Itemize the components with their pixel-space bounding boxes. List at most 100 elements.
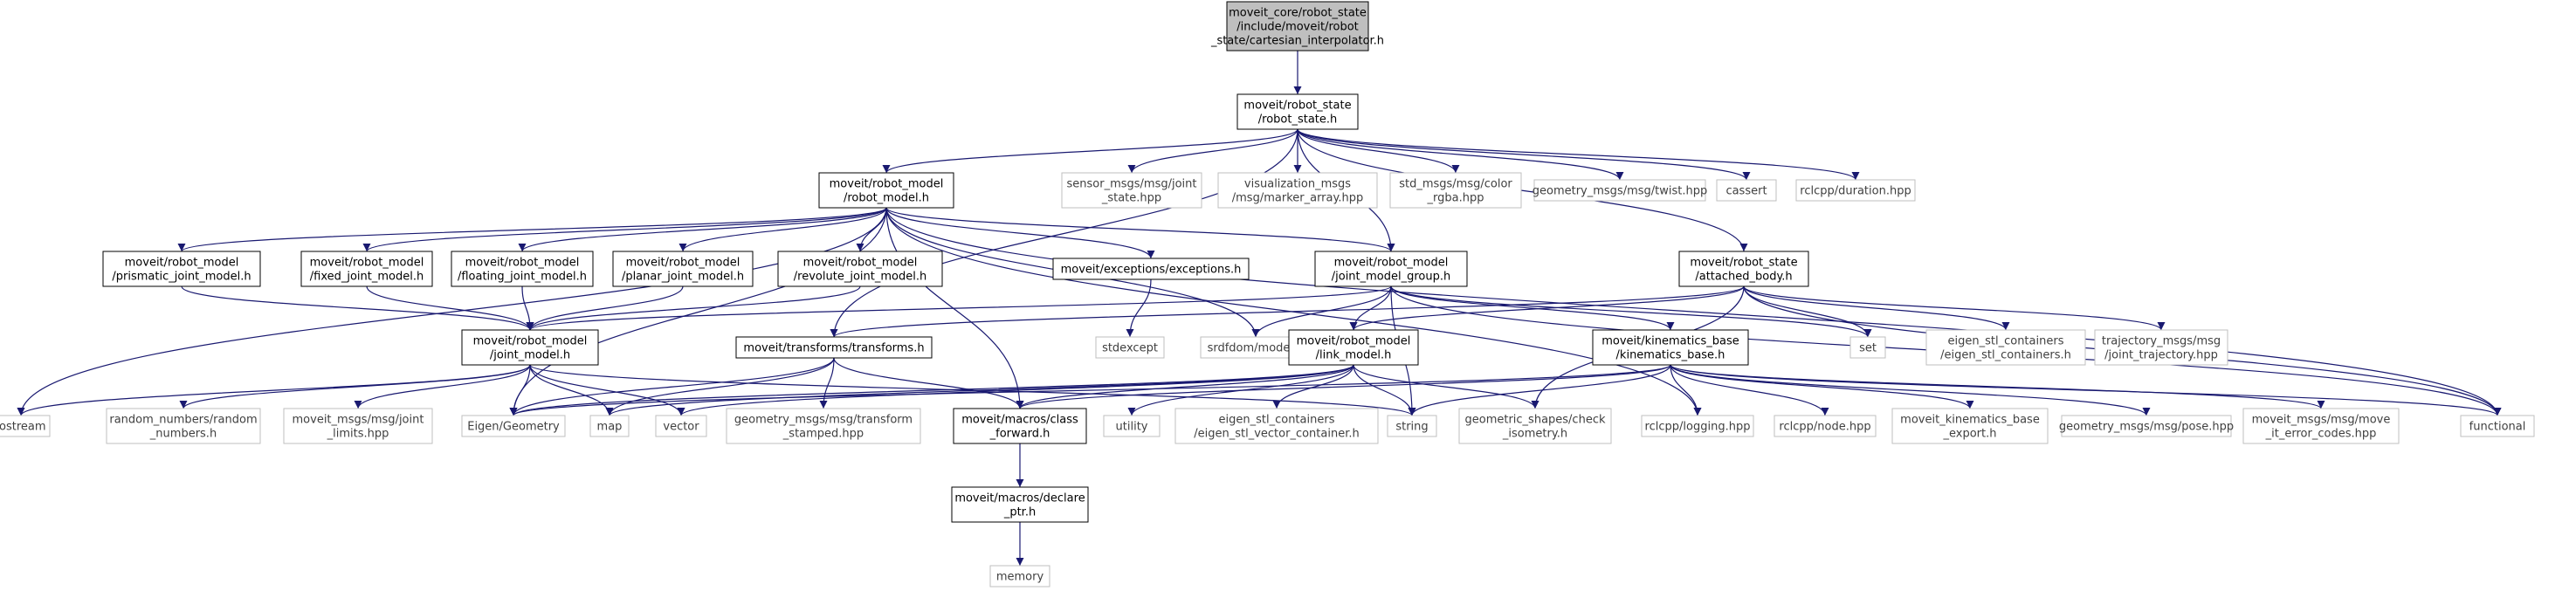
node-joint_model[interactable]: moveit/robot_model/joint_model.h: [461, 329, 599, 366]
node-error_codes: moveit_msgs/msg/move_it_error_codes.hpp: [2242, 408, 2400, 444]
node-label: utility: [1116, 421, 1148, 434]
node-label: moveit_kinematics_base: [1900, 414, 2040, 427]
node-stdexcept: stdexcept: [1095, 336, 1165, 359]
node-label: Eigen/Geometry: [467, 421, 560, 434]
node-root[interactable]: moveit_core/robot_state/include/moveit/r…: [1210, 1, 1384, 52]
node-box: [1389, 172, 1522, 209]
node-box: [283, 408, 433, 444]
node-box: [1774, 415, 1877, 437]
edge-transforms-to-class_forward: [833, 357, 1024, 409]
edge-jmg-to-srdfdom: [1251, 285, 1392, 338]
node-floating[interactable]: moveit/robot_model/floating_joint_model.…: [451, 251, 594, 287]
node-transforms[interactable]: moveit/transforms/transforms.h: [735, 336, 933, 359]
edge-robot_model-to-iostream: [17, 207, 887, 416]
node-box: [589, 415, 630, 437]
node-declare_ptr[interactable]: moveit/macros/declare_ptr.h: [951, 486, 1089, 523]
node-label: moveit/robot_state: [1690, 257, 1797, 270]
node-label: moveit_core/robot_state: [1229, 7, 1367, 20]
node-label: _numbers.h: [149, 428, 217, 441]
edge-robot_model-to-jmg: [885, 207, 1395, 252]
node-box: [1236, 93, 1359, 130]
edge-robot_model-to-floating: [518, 207, 887, 252]
edge-robot_state-to-twist: [1297, 128, 1624, 181]
node-label: moveit/robot_state: [1243, 100, 1351, 113]
node-label: moveit/robot_model: [626, 257, 740, 270]
node-label: stdexcept: [1102, 342, 1158, 355]
edge-link_model-to-vector: [677, 364, 1354, 416]
node-box: [300, 251, 433, 287]
node-label: moveit/kinematics_base: [1601, 335, 1739, 348]
edge-exceptions-to-stdexcept: [1126, 278, 1152, 338]
node-pose: geometry_msgs/msg/pose.hpp: [2059, 415, 2234, 437]
edge-jmg-to-joint_model: [526, 285, 1392, 331]
node-jmg[interactable]: moveit/robot_model/joint_model_group.h: [1314, 251, 1468, 287]
node-box: [2061, 415, 2232, 437]
edge-kinematics-to-class_forward: [1016, 364, 1671, 409]
node-label: moveit/transforms/transforms.h: [743, 342, 924, 355]
node-eigen_geometry: Eigen/Geometry: [461, 415, 566, 437]
node-string: string: [1387, 415, 1437, 437]
node-revolute[interactable]: moveit/robot_model/revolute_joint_model.…: [777, 251, 943, 287]
node-node: rclcpp/node.hpp: [1774, 415, 1877, 437]
node-robot_state[interactable]: moveit/robot_state/robot_state.h: [1236, 93, 1359, 130]
node-link_model[interactable]: moveit/robot_model/link_model.h: [1288, 329, 1419, 366]
node-label: moveit/macros/declare: [954, 492, 1085, 505]
node-fixed[interactable]: moveit/robot_model/fixed_joint_model.h: [300, 251, 433, 287]
edge-robot_model-to-planar: [678, 207, 887, 252]
node-label: rclcpp/node.hpp: [1779, 421, 1870, 434]
node-planar[interactable]: moveit/robot_model/planar_joint_model.h: [612, 251, 754, 287]
node-label: moveit/robot_model: [830, 178, 944, 191]
edge-robot_state-to-duration: [1297, 128, 1860, 181]
node-box: [1288, 329, 1419, 366]
node-label: moveit/robot_model: [1334, 257, 1449, 270]
node-label: _state/cartesian_interpolator.h: [1210, 35, 1384, 48]
node-label: moveit/robot_model: [473, 335, 588, 348]
edge-robot_state-to-std_msgs: [1297, 128, 1460, 174]
node-label: eigen_stl_containers: [1219, 414, 1335, 427]
node-box: [1533, 179, 1706, 202]
node-eigen_containers: eigen_stl_containers/eigen_stl_container…: [1925, 329, 2086, 366]
node-box: [1387, 415, 1437, 437]
node-label: _it_error_codes.hpp: [2265, 428, 2377, 441]
node-std_msgs: std_msgs/msg/color_rgba.hpp: [1389, 172, 1522, 209]
node-utility: utility: [1103, 415, 1161, 437]
node-robot_model[interactable]: moveit/robot_model/robot_model.h: [818, 172, 954, 209]
node-box: [735, 336, 933, 359]
dependency-edges: [17, 51, 2502, 566]
node-label: /revolute_joint_model.h: [794, 271, 926, 284]
node-limits: moveit_msgs/msg/joint_limits.hpp: [283, 408, 433, 444]
edge-transforms-to-map: [605, 357, 835, 416]
node-prismatic[interactable]: moveit/robot_model/prismatic_joint_model…: [102, 251, 261, 287]
node-label: sensor_msgs/msg/joint: [1066, 178, 1196, 191]
node-label: /floating_joint_model.h: [458, 271, 587, 284]
node-label: geometry_msgs/msg/twist.hpp: [1533, 185, 1708, 198]
node-label: moveit/robot_model: [310, 257, 424, 270]
node-twist: geometry_msgs/msg/twist.hpp: [1533, 179, 1708, 202]
edge-link_model-to-check_iso: [1353, 364, 1539, 409]
node-viz_msgs: visualization_msgs/msg/marker_array.hpp: [1217, 172, 1378, 209]
node-box: [1095, 336, 1165, 359]
edge-jmg-to-kinematics: [1390, 285, 1675, 331]
node-label: memory: [996, 571, 1044, 584]
node-label: /robot_state.h: [1258, 113, 1338, 127]
node-box: [655, 415, 707, 437]
node-cassert: cassert: [1716, 179, 1777, 202]
node-box: [1226, 1, 1369, 52]
edge-prismatic-to-joint_model: [181, 285, 534, 331]
edge-link_model-to-eigen_geometry: [509, 364, 1354, 416]
node-random_numbers: random_numbers/random_numbers.h: [106, 408, 261, 444]
node-class_forward[interactable]: moveit/macros/class_forward.h: [953, 408, 1087, 444]
node-attached[interactable]: moveit/robot_state/attached_body.h: [1678, 251, 1809, 287]
node-exceptions[interactable]: moveit/exceptions/exceptions.h: [1052, 258, 1250, 280]
node-label: /msg/marker_array.hpp: [1232, 192, 1363, 205]
edge-joint_model-to-random_numbers: [179, 364, 531, 409]
node-label: /fixed_joint_model.h: [310, 271, 424, 284]
node-label: /include/moveit/robot: [1236, 21, 1359, 34]
node-label: map: [597, 421, 623, 434]
edge-robot_model-to-prismatic: [177, 207, 887, 252]
node-box: [612, 251, 754, 287]
node-box: [951, 486, 1089, 523]
node-kinematics[interactable]: moveit/kinematics_base/kinematics_base.h: [1592, 329, 1749, 366]
edge-link_model-to-class_forward: [1016, 364, 1354, 409]
node-label: visualization_msgs: [1244, 178, 1351, 191]
